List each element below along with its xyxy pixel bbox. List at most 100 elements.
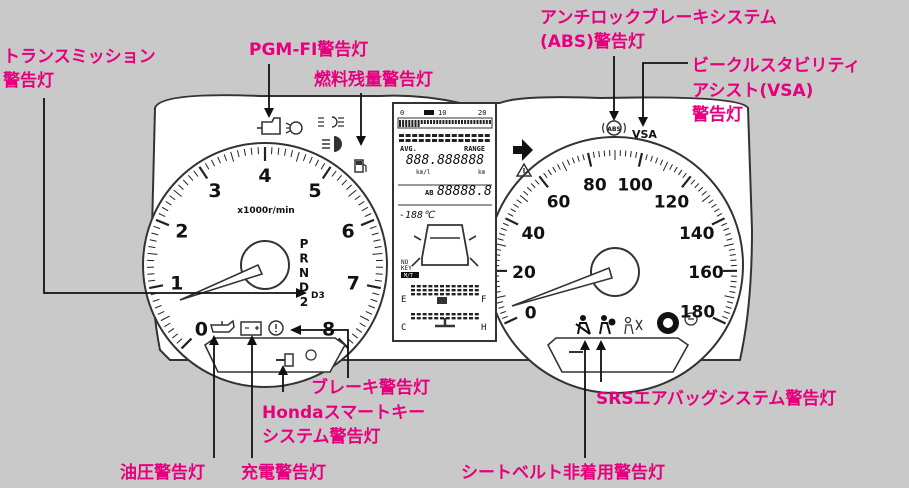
tach-tick — [361, 206, 369, 212]
lcd-bar-seg — [399, 134, 404, 137]
leader-brake — [296, 329, 349, 378]
lcd-bar-seg — [488, 120, 491, 124]
speed-tick — [586, 152, 593, 167]
speedometer-hub — [590, 247, 640, 297]
fuel-seg — [434, 285, 439, 288]
lcd-temperature: -188℃ — [399, 210, 436, 221]
speed-tick — [728, 248, 735, 251]
fuel-seg — [463, 293, 468, 296]
tach-tick — [348, 189, 357, 197]
lcd-fuel-bars — [411, 285, 479, 296]
vsa-icon: VSA — [632, 128, 657, 141]
tach-tick — [295, 151, 300, 162]
speed-tick — [495, 295, 506, 299]
lcd-bar-seg — [432, 134, 437, 137]
lcd-bar-seg — [484, 134, 490, 137]
lcd-panel — [392, 102, 497, 342]
lcd-bar-seg — [464, 120, 467, 124]
lcd-bar-seg — [402, 120, 405, 127]
label-charge: 充電警告灯 — [241, 462, 326, 483]
lcd-bar-seg — [471, 139, 477, 142]
lcd-fuel-e: E — [401, 295, 406, 305]
tach-tick — [372, 292, 380, 296]
tach-tick — [358, 200, 365, 206]
lcd-bar-seg — [451, 139, 457, 142]
lcd-mt-box — [401, 272, 419, 278]
lcd-bar-seg — [438, 134, 444, 137]
fuel-seg — [474, 285, 479, 288]
tach-tick — [164, 322, 171, 328]
label-smartkey-line2: システム警告灯 — [262, 426, 381, 447]
tach-number: 0 — [195, 319, 208, 341]
fuel-seg — [440, 289, 444, 292]
leader-lines — [43, 56, 688, 458]
fuel-seg — [428, 293, 433, 296]
speed-number: 20 — [512, 263, 536, 283]
tach-tick — [371, 232, 379, 236]
fuel-seg — [445, 289, 450, 292]
tach-tick — [321, 166, 332, 180]
lcd-bar-seg — [399, 139, 404, 142]
lcd-bar-seg — [458, 139, 464, 142]
speed-number: 80 — [583, 175, 607, 195]
lcd-bar-seg — [414, 120, 417, 127]
tach-number: 3 — [208, 180, 221, 202]
tach-tick — [182, 179, 189, 186]
tach-number: 5 — [308, 180, 321, 202]
fuel-seg — [463, 285, 468, 288]
fuel-seg — [434, 289, 439, 292]
label-smartkey-line1: Hondaスマートキー — [262, 403, 425, 423]
speed-number: 40 — [521, 224, 545, 244]
tach-tick — [309, 156, 313, 164]
speed-tick — [543, 172, 548, 179]
speed-tick — [502, 315, 508, 320]
lcd-bar-seg — [458, 134, 464, 137]
temp-seg — [434, 317, 439, 320]
temp-seg — [416, 317, 421, 320]
lcd-bar-seg — [445, 134, 451, 137]
speed-tick — [721, 222, 728, 227]
tach-tick — [173, 189, 182, 197]
speedometer-base-frame — [547, 337, 690, 373]
tach-tick — [320, 162, 326, 170]
speed-tick — [712, 316, 727, 325]
tach-tick — [236, 150, 240, 158]
speed-tick — [716, 213, 723, 217]
speed-tick — [724, 295, 735, 299]
speed-tick — [516, 199, 522, 204]
speed-tick — [566, 159, 571, 166]
lcd-bar-seg — [485, 120, 488, 124]
tach-tick — [167, 328, 175, 333]
leader-vsa — [642, 62, 688, 122]
lcd-temp-icon — [435, 318, 455, 328]
passenger-airbag-off-icon — [624, 316, 643, 335]
fog-light-icon — [285, 121, 303, 135]
tach-tick — [149, 239, 157, 242]
tach-tick — [314, 159, 320, 167]
lcd-odometer: 88888.8 — [437, 184, 492, 199]
label-seatbelt: シートベルト非着用警告灯 — [461, 462, 665, 483]
speed-tick — [729, 290, 736, 293]
lcd-digits-top: 888.888888 — [406, 153, 484, 168]
tach-tick — [374, 279, 382, 282]
label-fuel: 燃料残量警告灯 — [314, 69, 433, 90]
tachometer-base-frame — [203, 337, 347, 373]
lcd-bar-seg — [436, 120, 439, 124]
tpms-icon — [684, 312, 698, 326]
fuel-seg — [463, 289, 468, 292]
speed-tick — [681, 175, 692, 188]
fuel-pump-icon — [437, 297, 447, 304]
lcd-scale-0: 0 — [400, 109, 404, 117]
tach-tick — [331, 170, 337, 177]
tachometer-needle — [179, 263, 264, 301]
fuel-seg — [469, 289, 473, 292]
tach-tick — [151, 232, 159, 236]
tach-tick — [147, 252, 158, 255]
speed-tick — [673, 166, 678, 173]
tach-tick — [153, 225, 161, 230]
label-pgmfi: PGM-FI警告灯 — [249, 39, 368, 60]
temp-seg — [428, 317, 433, 320]
tach-tick — [155, 218, 170, 227]
lcd-temp-h: H — [481, 323, 486, 333]
temp-seg — [463, 317, 468, 320]
